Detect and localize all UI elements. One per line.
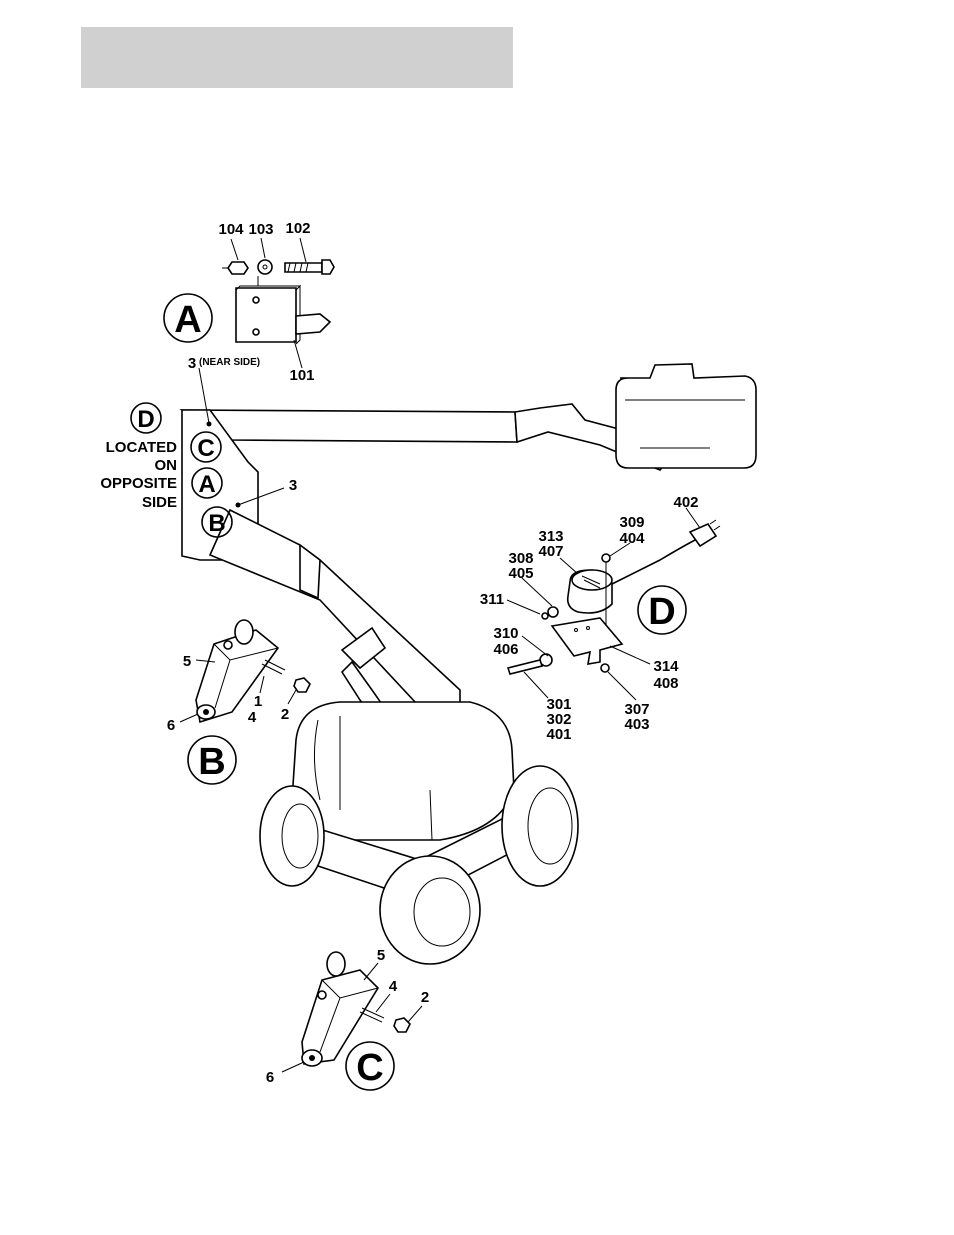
wheel-rear-left	[260, 786, 324, 886]
nut-104	[228, 262, 248, 274]
view-callout-b: B	[188, 736, 236, 784]
nut-2-c	[394, 1018, 410, 1032]
leader-307	[608, 672, 636, 700]
wheel-front	[380, 856, 480, 964]
label-401: 401	[546, 726, 571, 743]
label-6-c: 6	[266, 1069, 274, 1086]
nut-2-b	[294, 678, 310, 692]
upper-boom	[182, 410, 517, 442]
label-3-near: 3	[188, 355, 196, 372]
label-407: 407	[538, 543, 563, 560]
bolt-102	[285, 263, 322, 272]
leader-308	[522, 578, 552, 606]
wheel-rear-right	[502, 766, 578, 886]
detail-a-hardware	[222, 260, 334, 274]
leader-6-b	[180, 714, 198, 722]
svg-text:B: B	[198, 741, 225, 783]
label-406: 406	[493, 641, 518, 658]
label-314: 314	[653, 658, 679, 675]
nut-307	[601, 664, 609, 672]
leader-102	[300, 238, 306, 262]
label-405: 405	[508, 565, 533, 582]
view-callout-d: D	[638, 586, 686, 634]
label-309: 309	[619, 514, 644, 531]
bolt-301	[508, 660, 542, 674]
leader-103	[261, 238, 265, 258]
screw-309	[602, 554, 610, 562]
label-5-b: 5	[183, 653, 191, 670]
svg-text:A: A	[198, 471, 215, 498]
label-5-c: 5	[377, 947, 385, 964]
label-4-c: 4	[389, 978, 398, 995]
leader-310	[522, 636, 548, 656]
bracket-314	[552, 618, 622, 664]
svg-text:A: A	[174, 299, 201, 341]
label-311: 311	[480, 591, 504, 608]
side-note-line-4: SIDE	[142, 494, 177, 511]
label-404: 404	[619, 530, 645, 547]
turntable-body	[292, 702, 514, 840]
view-callout-c: C	[346, 1042, 394, 1090]
svg-text:D: D	[648, 591, 675, 633]
svg-text:D: D	[137, 406, 154, 433]
label-104: 104	[218, 221, 244, 238]
platform-basket	[616, 364, 756, 468]
side-note-line-3: OPPOSITE	[100, 475, 177, 492]
side-note-line-2: ON	[155, 457, 178, 474]
label-403: 403	[624, 716, 649, 733]
leader-314	[610, 646, 650, 664]
label-101: 101	[289, 367, 314, 384]
leader-6-c	[282, 1062, 304, 1072]
label-near-side: (NEAR SIDE)	[199, 357, 260, 368]
detail-a-switch	[236, 286, 330, 344]
leader-104	[231, 239, 238, 260]
svg-text:C: C	[197, 435, 214, 462]
washer-311	[542, 613, 548, 619]
label-3: 3	[289, 477, 297, 494]
label-1-b: 1	[254, 693, 262, 710]
label-4-b: 4	[248, 709, 257, 726]
leader-101	[294, 340, 302, 368]
label-2-c: 2	[421, 989, 429, 1006]
svg-text:C: C	[356, 1047, 383, 1089]
view-callout-a: A	[164, 294, 212, 342]
nut-308	[548, 607, 558, 617]
leader-311	[507, 600, 540, 614]
label-103: 103	[248, 221, 273, 238]
washer-103	[258, 260, 272, 274]
label-6-b: 6	[167, 717, 175, 734]
boom-link	[300, 545, 320, 598]
label-408: 408	[653, 675, 678, 692]
leader-2-b	[288, 690, 296, 704]
leader-4-c	[376, 994, 390, 1012]
connector-402	[690, 524, 716, 546]
leader-313	[560, 558, 578, 574]
label-2-b: 2	[281, 706, 289, 723]
leader-402	[686, 508, 700, 528]
label-310: 310	[493, 625, 518, 642]
location-callout-d: D	[131, 403, 161, 433]
leader-301	[524, 672, 548, 698]
leader-2-c	[408, 1006, 422, 1022]
label-402: 402	[673, 494, 698, 511]
leader-5-c	[364, 963, 378, 980]
leader-1-b	[260, 676, 264, 693]
label-102: 102	[285, 220, 310, 237]
svg-text:B: B	[208, 510, 225, 537]
side-note-line-1: LOCATED	[106, 439, 178, 456]
